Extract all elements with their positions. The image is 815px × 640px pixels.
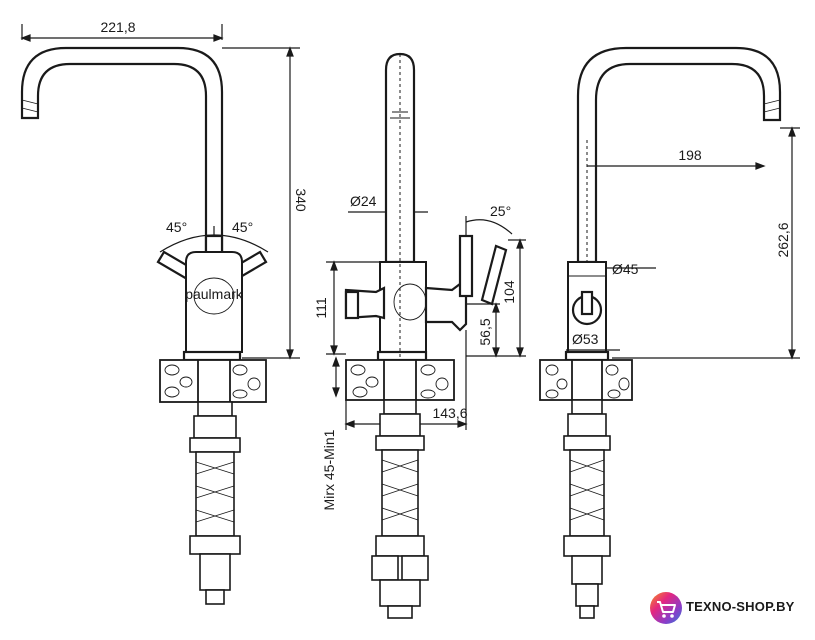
supply-hoses [189, 399, 611, 619]
dim-lever-height: 104 [501, 280, 517, 304]
front-spout [20, 46, 224, 252]
rear-view: 198 262,6 Ø45 Ø53 [564, 46, 800, 362]
angle-right-label: 45° [232, 219, 253, 235]
front-view: paulmark 45° 45° 221,8 340 [20, 19, 309, 362]
dim-spout-diameter: Ø24 [350, 193, 377, 209]
rear-spout [576, 46, 782, 264]
side-view: Ø24 25° 111 104 56,5 143,6 Mirx 45-Min1 [313, 52, 526, 510]
dim-base-diameter: Ø53 [572, 331, 599, 347]
dim-height-right: 262,6 [775, 222, 791, 257]
dim-lever-angle: 25° [490, 203, 511, 219]
logo-text: TEXNO-SHOP.BY [686, 599, 795, 614]
dim-body-diameter: Ø45 [612, 261, 639, 277]
angle-left-label: 45° [166, 219, 187, 235]
front-body [185, 251, 243, 353]
dim-height-total: 340 [293, 188, 309, 212]
side-right-handle [424, 282, 468, 332]
shopping-cart-icon [650, 592, 682, 624]
dim-body-height: 111 [313, 297, 329, 318]
countertop-sections [159, 359, 633, 403]
dim-side-depth: 143,6 [432, 405, 467, 421]
dim-outlet-height: 56,5 [477, 318, 493, 345]
dim-spout-reach: 221,8 [100, 19, 135, 35]
side-body [379, 261, 427, 355]
dim-reach-right: 198 [678, 147, 702, 163]
dim-mount-thickness: Mirx 45-Min1 [321, 429, 337, 510]
shop-logo[interactable]: TEXNO-SHOP.BY [648, 588, 808, 628]
brand-mark: paulmark [185, 286, 244, 302]
